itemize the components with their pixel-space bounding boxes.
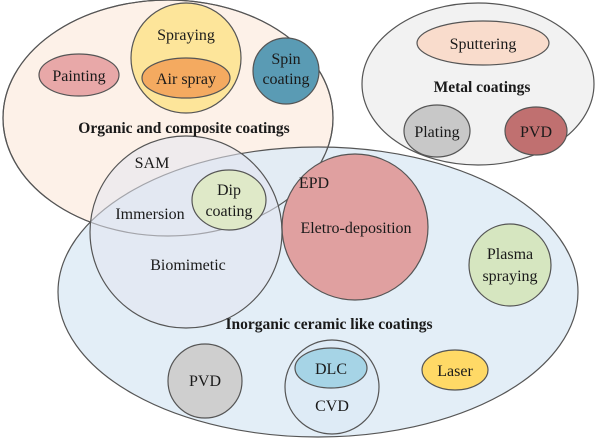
dip-coating-label-line1: Dip <box>217 182 241 199</box>
plating-label: Plating <box>414 124 459 141</box>
epd-label: EPD <box>299 175 329 192</box>
dip-coating-circle <box>191 169 267 231</box>
laser-label: Laser <box>437 363 473 380</box>
electro-deposition-label: Eletro-deposition <box>300 220 411 237</box>
plasma-spraying-label-line1: Plasma <box>487 246 533 263</box>
dlc-node <box>294 347 368 389</box>
spin-coating-label-line2: coating <box>262 71 309 88</box>
laser-node <box>421 349 489 391</box>
biomimetic-label: Biomimetic <box>150 257 226 274</box>
inorganic-group-title: Inorganic ceramic like coatings <box>225 316 432 333</box>
sam-label: SAM <box>135 155 170 172</box>
sputtering-label: Sputtering <box>450 36 517 53</box>
plasma-spraying-label-line2: spraying <box>482 268 537 285</box>
cvd-label: CVD <box>315 398 349 415</box>
organic-group-title: Organic and composite coatings <box>78 120 289 137</box>
plasma-spraying-node <box>468 223 552 307</box>
painting-node <box>38 53 120 97</box>
dlc-label: DLC <box>315 361 347 378</box>
metal-group-title: Metal coatings <box>434 79 531 96</box>
plating-node <box>403 104 471 158</box>
pvd-inorganic-node <box>167 343 243 419</box>
air-spray-label: Air spray <box>156 71 216 88</box>
painting-label: Painting <box>52 68 105 85</box>
pvd-inorganic-label: PVD <box>189 373 221 390</box>
spin-coating-label-line1: Spin <box>271 51 300 68</box>
spraying-label: Spraying <box>157 27 215 44</box>
immersion-label: Immersion <box>115 206 184 223</box>
pvd-metal-label: PVD <box>520 124 552 141</box>
electro-deposition-circle <box>281 153 429 301</box>
pvd-metal-node <box>504 106 568 156</box>
dip-coating-label-line2: coating <box>205 203 252 220</box>
spin-coating-node <box>252 37 320 105</box>
sputtering-node <box>416 20 550 66</box>
sam-biomimetic-circle <box>89 135 283 329</box>
air-spray-node <box>141 57 231 99</box>
